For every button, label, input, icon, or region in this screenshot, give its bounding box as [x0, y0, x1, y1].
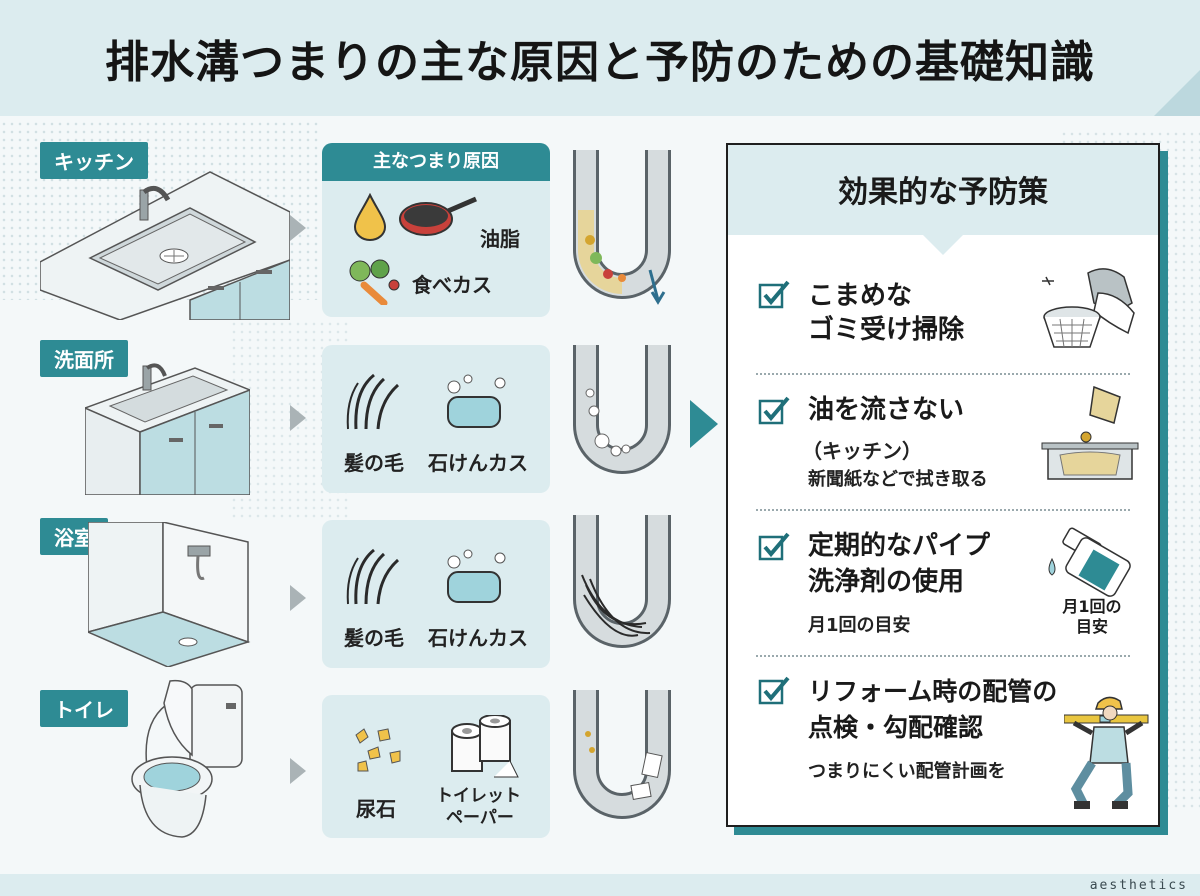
- brand-text: aesthetics: [1089, 878, 1188, 893]
- room-label-washroom: 洗面所: [40, 340, 128, 377]
- checkbox-checked-icon: [758, 280, 790, 309]
- title-band: [0, 0, 1200, 116]
- chevron-right-icon: [290, 405, 306, 431]
- pipe-toilet-illustration: [573, 690, 671, 819]
- vegetable-scraps-icon: [349, 259, 400, 305]
- room-label-toilet: トイレ: [40, 690, 128, 727]
- cause-toilet-paper-text-1: トイレット: [436, 786, 521, 806]
- soap-icon: [447, 374, 506, 428]
- tip-2-line-1: 油を流さない: [808, 395, 965, 425]
- prevention-header-notch: [923, 235, 963, 255]
- tip-4-line-2: 点検・勾配確認: [808, 713, 984, 742]
- arrow-right-icon: [690, 400, 718, 448]
- prevention-header: [728, 145, 1158, 235]
- tip-1-line-1: こまめな: [808, 281, 913, 311]
- cause-toilet-paper-text-2: ペーパー: [446, 808, 514, 828]
- kitchen-sink-illustration: [40, 171, 290, 320]
- cause-card-kitchen: 主なつまり原因 油脂 食べカス: [322, 143, 550, 317]
- toilet-illustration: [131, 679, 243, 838]
- cleaner-bottle-icon: [1048, 527, 1131, 597]
- tip-divider: [756, 509, 1130, 511]
- chevron-right-icon: [290, 215, 306, 241]
- cause-card-header: 主なつまり原因: [322, 143, 550, 181]
- tip-3-line-1: 定期的なパイプ: [808, 531, 991, 561]
- checkbox-checked-icon: [758, 532, 790, 561]
- frying-pan-icon: [399, 196, 477, 236]
- tip-4-line-1: リフォーム時の配管の: [808, 677, 1058, 706]
- footer-band: aesthetics: [0, 874, 1200, 896]
- tip-4-sub-1: つまりにくい配管計画を: [808, 761, 1006, 782]
- soap-icon: [447, 549, 506, 603]
- tip-3-note-line-1: 月1回の: [1062, 597, 1122, 616]
- prevention-panel: 効果的な予防策 こまめな ゴミ受け掃除 油を流さない （キッチン） 新聞紙などで…: [726, 143, 1160, 827]
- pipe-washroom-illustration: [573, 345, 671, 474]
- tip-2-sub-1: （キッチン）: [802, 439, 922, 463]
- hair-icon: [346, 373, 400, 430]
- cause-card-washroom: 髪の毛 石けんカス: [322, 345, 550, 493]
- tip-3-line-2: 洗浄剤の使用: [808, 567, 965, 597]
- chevron-right-icon: [290, 758, 306, 784]
- cause-hair-text: 髪の毛: [344, 626, 404, 650]
- washbasin-illustration: [85, 363, 250, 495]
- tip-divider: [756, 373, 1130, 375]
- oil-drop-icon: [353, 193, 387, 241]
- cause-hair-text: 髪の毛: [344, 451, 404, 475]
- hand-cleaning-strainer-icon: [1042, 268, 1135, 348]
- tip-1-line-2: ゴミ受け掃除: [808, 315, 965, 345]
- worker-with-level-icon: [1064, 696, 1149, 809]
- cause-card-bathroom: 髪の毛 石けんカス: [322, 520, 550, 668]
- cause-urine-stone-text: 尿石: [356, 797, 396, 821]
- page-title: 排水溝つまりの主な原因と予防のための基礎知識: [105, 37, 1095, 88]
- tip-3-sub-1: 月1回の目安: [808, 615, 911, 636]
- tip-3-note-line-2: 目安: [1075, 617, 1108, 636]
- title-corner: [1154, 70, 1200, 116]
- cause-food-text: 食べカス: [412, 273, 492, 297]
- tip-2-sub-2: 新聞紙などで拭き取る: [808, 469, 988, 490]
- checkbox-checked-icon: [758, 396, 790, 425]
- checkbox-checked-icon: [758, 676, 790, 705]
- tip-divider: [756, 655, 1130, 657]
- cause-oil-text: 油脂: [480, 227, 520, 251]
- urine-stone-icon: [355, 728, 401, 772]
- prevention-title: 効果的な予防策: [838, 175, 1048, 210]
- cause-soap-text: 石けんカス: [428, 451, 528, 475]
- cause-card-toilet: 尿石 トイレット ペーパー: [322, 695, 550, 838]
- bathroom-illustration: [88, 522, 251, 667]
- pipe-kitchen-illustration: [573, 150, 671, 305]
- cause-soap-text: 石けんカス: [428, 626, 528, 650]
- hair-icon: [346, 548, 400, 605]
- oil-pot-icon: [1041, 385, 1139, 480]
- chevron-right-icon: [290, 585, 306, 611]
- room-label-kitchen: キッチン: [40, 142, 148, 179]
- toilet-paper-icon: [451, 715, 519, 778]
- pipe-bathroom-illustration: [573, 515, 671, 648]
